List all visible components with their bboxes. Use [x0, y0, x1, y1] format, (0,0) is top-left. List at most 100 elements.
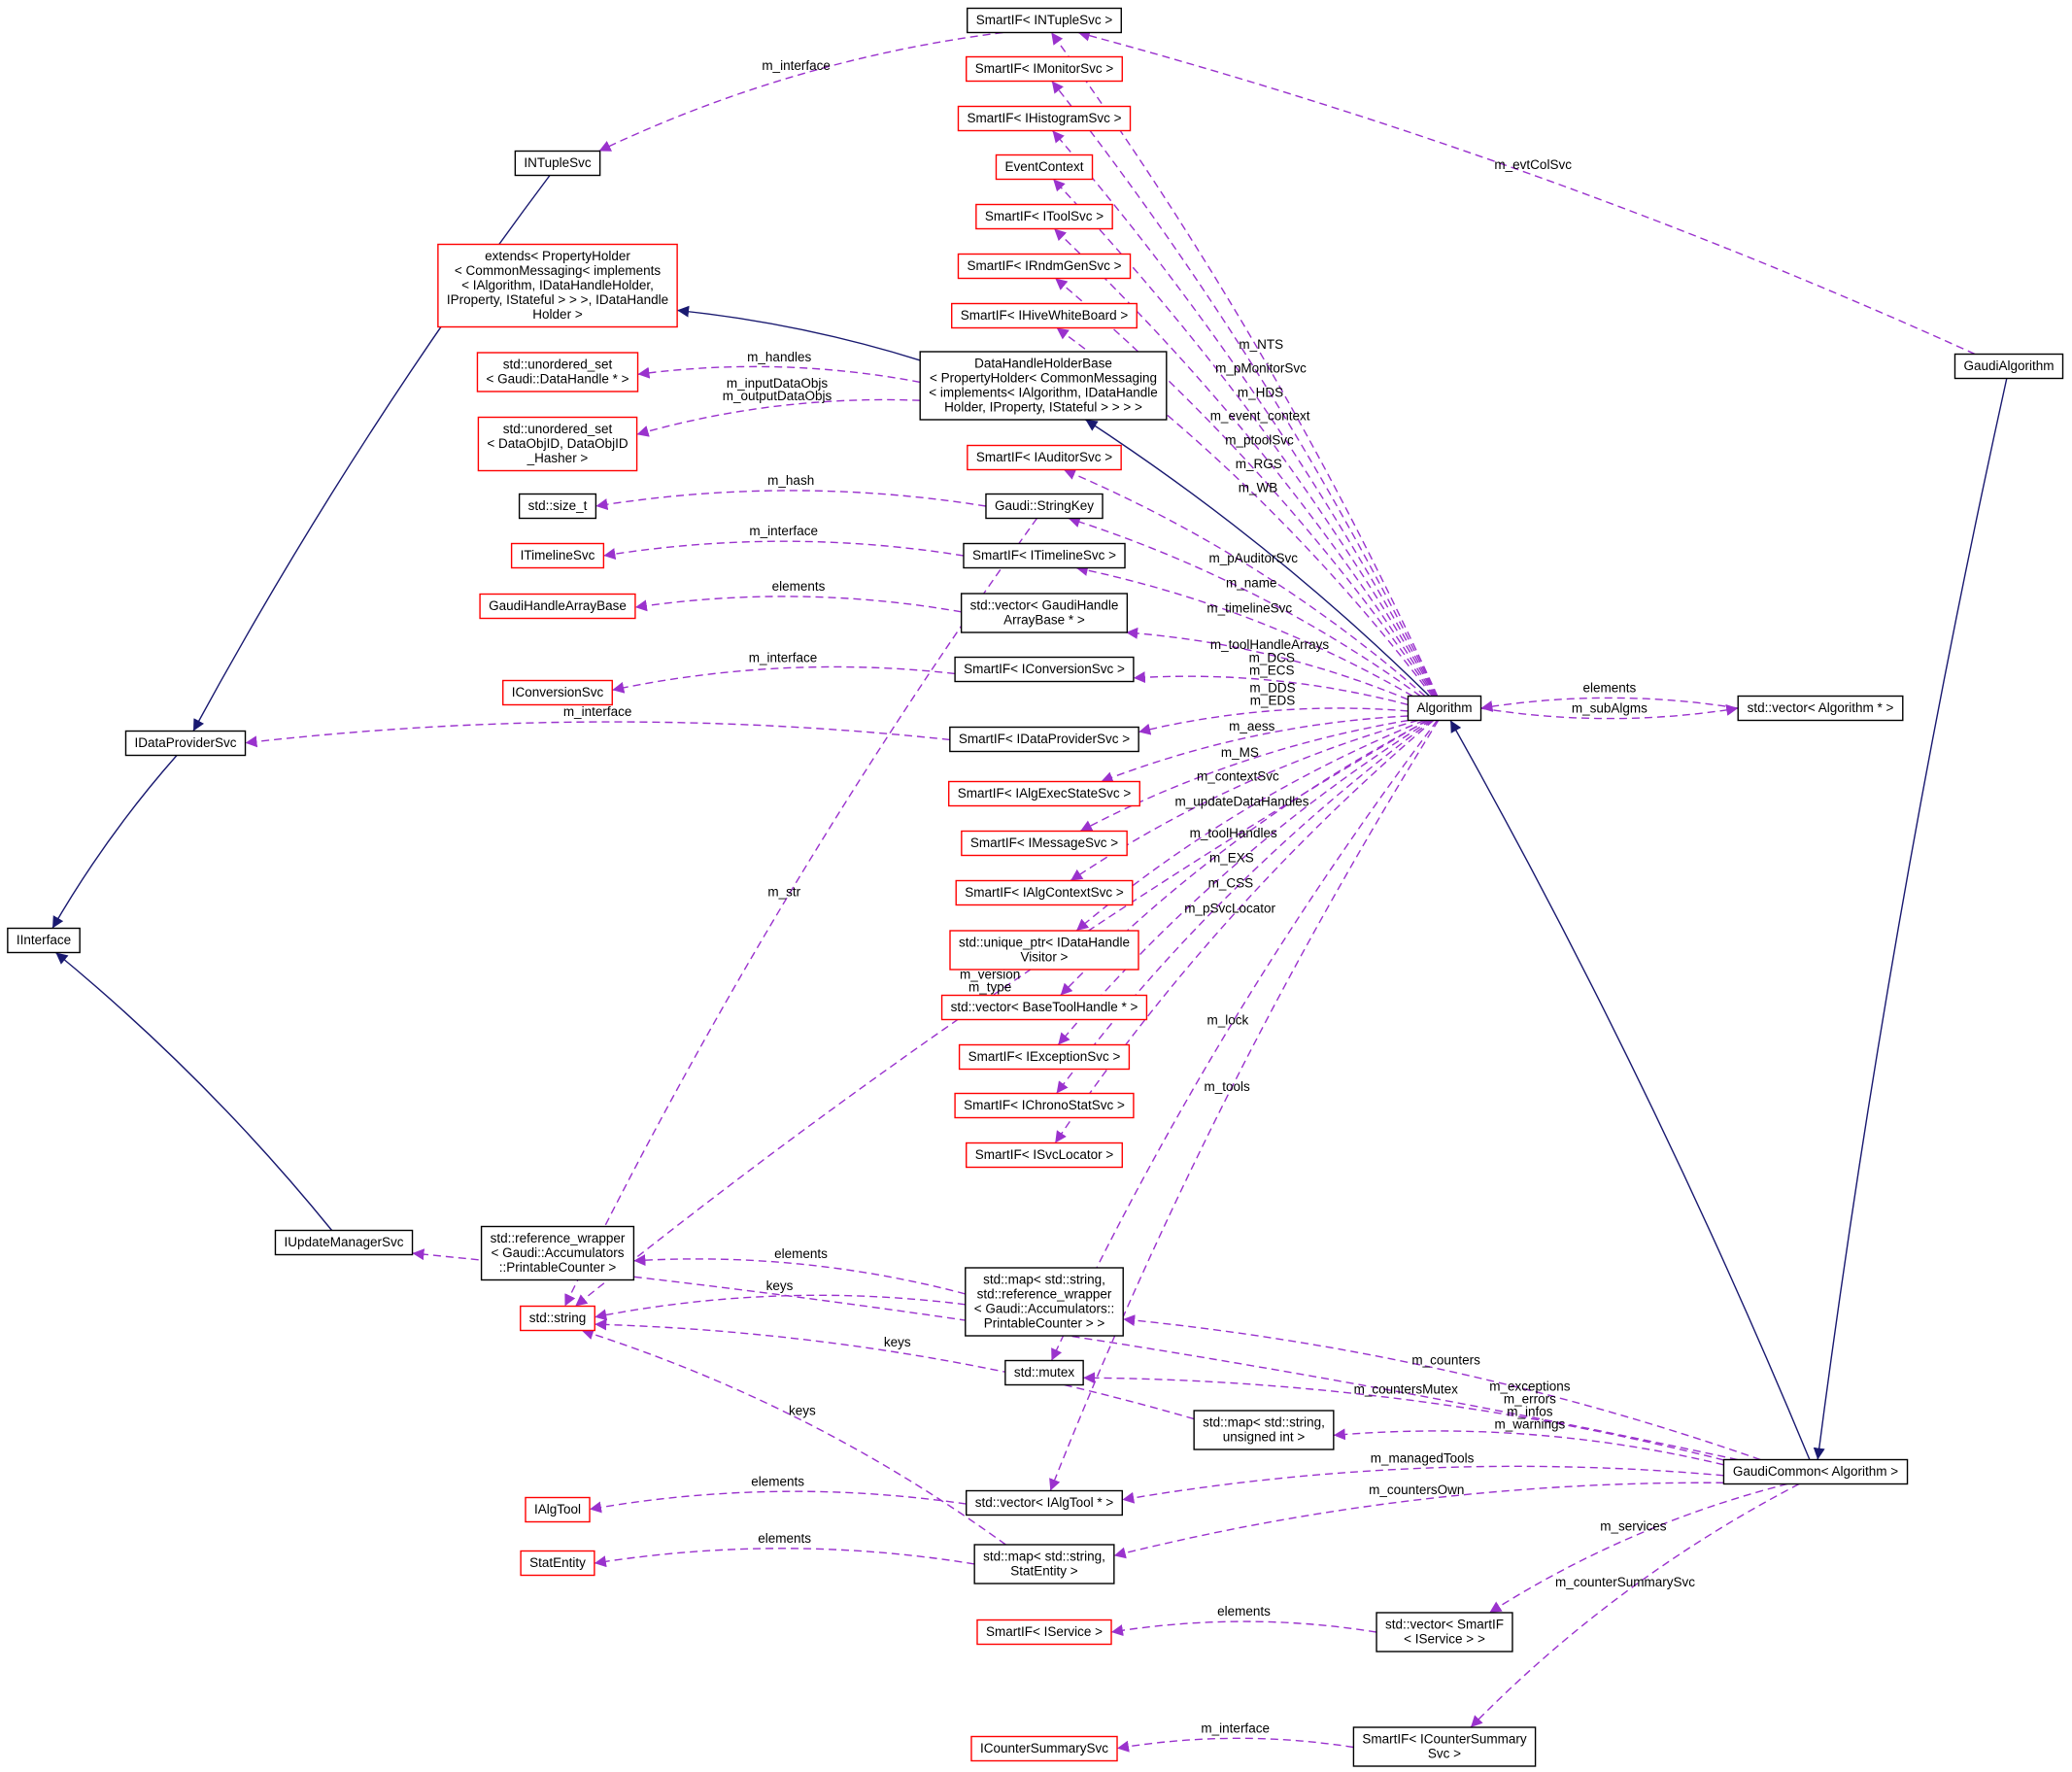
usage-edge [1054, 719, 1435, 1143]
class-node-smart-if-iauditor-svc[interactable]: SmartIF< IAuditorSvc > [967, 444, 1122, 471]
usage-edge [1123, 1314, 1761, 1461]
class-node-box [1953, 353, 2064, 380]
class-node-box [966, 55, 1123, 83]
class-node-itimeline-svc[interactable]: ITimelineSvc [510, 542, 605, 569]
edge-label: m_str [767, 885, 800, 900]
class-node-uset-data-handle[interactable]: std::unordered_set< Gaudi::DataHandle * … [476, 352, 639, 392]
class-node-smart-if-ialg-context-svc[interactable]: SmartIF< IAlgContextSvc > [955, 879, 1134, 906]
class-node-gaudi-handle-array-base[interactable]: GaudiHandleArrayBase [479, 593, 636, 620]
class-node-std-mutex[interactable]: std::mutex [1004, 1359, 1084, 1386]
edge-label: m_infos [1507, 1405, 1553, 1419]
class-node-smart-if-ichrono-stat-svc[interactable]: SmartIF< IChronoStatSvc > [954, 1092, 1135, 1119]
class-node-std-string[interactable]: std::string [520, 1305, 595, 1332]
class-node-label: std::mutex [1014, 1365, 1075, 1380]
class-node-box [966, 1489, 1123, 1516]
class-node-label: GaudiCommon< Algorithm > [1733, 1464, 1898, 1479]
edge-label: elements [772, 579, 826, 594]
class-node-extends[interactable]: extends< PropertyHolder< CommonMessaging… [437, 243, 678, 328]
class-node-label: ::PrintableCounter > [499, 1260, 617, 1275]
class-node-smart-if-ihive-white-board[interactable]: SmartIF< IHiveWhiteBoard > [951, 302, 1138, 329]
class-node-label: std::vector< GaudiHandle [970, 598, 1119, 613]
class-node-iinterface[interactable]: IInterface [7, 927, 81, 954]
edge-label: m_version [960, 968, 1020, 982]
class-node-gaudi-common[interactable]: GaudiCommon< Algorithm > [1722, 1458, 1909, 1485]
edge-label: m_interface [1201, 1721, 1270, 1735]
usage-edge [595, 490, 987, 511]
class-node-box [961, 830, 1128, 857]
class-node-box [1407, 695, 1482, 722]
class-node-idata-provider-svc[interactable]: IDataProviderSvc [124, 730, 247, 757]
class-node-string-key[interactable]: Gaudi::StringKey [985, 493, 1104, 520]
edge-label: m_tools [1204, 1079, 1250, 1094]
class-node-ialg-tool[interactable]: IAlgTool [525, 1496, 591, 1523]
class-node-vec-smart-if-iservice[interactable]: std::vector< SmartIF< IService > > [1376, 1612, 1513, 1653]
edge-label: m_EXS [1209, 850, 1254, 865]
class-node-vec-base-tool-handle[interactable]: std::vector< BaseToolHandle * > [940, 994, 1148, 1021]
class-node-data-handle-holder-base[interactable]: DataHandleHolderBase< PropertyHolder< Co… [919, 351, 1168, 421]
class-node-vec-ialg-tool[interactable]: std::vector< IAlgTool * > [966, 1489, 1123, 1516]
class-node-smart-if-iservice[interactable]: SmartIF< IService > [976, 1619, 1112, 1646]
usage-edge [1480, 703, 1739, 720]
class-node-smart-if-ialg-exec-state-svc[interactable]: SmartIF< IAlgExecStateSvc > [948, 780, 1140, 807]
edge-label: m_pAuditorSvc [1209, 551, 1299, 565]
class-node-smart-if-imonitor-svc[interactable]: SmartIF< IMonitorSvc > [966, 55, 1123, 83]
class-node-gaudi-algorithm[interactable]: GaudiAlgorithm [1953, 353, 2064, 380]
class-node-map-string-stat-entity[interactable]: std::map< std::string,StatEntity > [973, 1544, 1115, 1585]
class-node-icounter-summary-svc[interactable]: ICounterSummarySvc [970, 1735, 1118, 1762]
usage-edge [1068, 516, 1421, 698]
class-node-event-context[interactable]: EventContext [995, 153, 1094, 181]
class-node-smart-if-ihistogram-svc[interactable]: SmartIF< IHistogramSvc > [957, 105, 1132, 132]
edge-label: m_pSvcLocator [1184, 902, 1275, 916]
class-node-label: IDataProviderSvc [134, 735, 236, 750]
class-node-label: DataHandleHolderBase [974, 357, 1112, 371]
class-node-label: Gaudi::StringKey [995, 498, 1094, 513]
class-node-smart-if-itimeline-svc[interactable]: SmartIF< ITimelineSvc > [963, 542, 1126, 569]
class-node-box [514, 150, 601, 177]
class-node-vec-gaudi-handle-array-base[interactable]: std::vector< GaudiHandleArrayBase * > [960, 593, 1129, 633]
class-node-label: SmartIF< IAlgContextSvc > [965, 885, 1124, 900]
class-node-label: extends< PropertyHolder [485, 249, 630, 263]
class-node-smart-if-isvc-locator[interactable]: SmartIF< ISvcLocator > [966, 1142, 1123, 1169]
class-node-smart-if-irndm-gen-svc[interactable]: SmartIF< IRndmGenSvc > [957, 253, 1132, 280]
usage-edge [594, 1548, 975, 1568]
class-node-box [502, 679, 613, 706]
class-node-box [518, 493, 597, 520]
class-node-box [7, 927, 81, 954]
class-node-map-string-uint[interactable]: std::map< std::string,unsigned int > [1193, 1410, 1335, 1450]
class-node-smart-if-imessage-svc[interactable]: SmartIF< IMessageSvc > [961, 830, 1128, 857]
class-node-intuple-svc[interactable]: INTupleSvc [514, 150, 601, 177]
class-node-smart-if-intuple-svc[interactable]: SmartIF< INTupleSvc > [967, 7, 1122, 34]
class-node-label: ITimelineSvc [521, 548, 595, 562]
class-node-iconversion-svc[interactable]: IConversionSvc [502, 679, 613, 706]
class-node-label: std::size_t [528, 498, 588, 513]
class-node-vec-algorithm[interactable]: std::vector< Algorithm * > [1737, 695, 1904, 722]
class-node-box [274, 1229, 414, 1256]
class-node-algorithm[interactable]: Algorithm [1407, 695, 1482, 722]
edge-label: m_exceptions [1489, 1380, 1571, 1394]
class-node-box [479, 593, 636, 620]
class-node-box [976, 1619, 1112, 1646]
class-node-label: SmartIF< IConversionSvc > [964, 662, 1125, 676]
class-node-label: SmartIF< IToolSvc > [985, 209, 1104, 223]
class-node-iupdate-manager-svc[interactable]: IUpdateManagerSvc [274, 1229, 414, 1256]
class-node-label: IAlgTool [534, 1502, 581, 1516]
class-node-map-string-refwrap[interactable]: std::map< std::string,std::reference_wra… [965, 1267, 1124, 1337]
class-node-box [995, 153, 1094, 181]
edge-label: m_evtColSvc [1494, 157, 1572, 172]
usage-edge [1052, 179, 1437, 697]
class-node-smart-if-iexception-svc[interactable]: SmartIF< IExceptionSvc > [958, 1043, 1131, 1071]
class-node-smart-if-iconversion-svc[interactable]: SmartIF< IConversionSvc > [954, 656, 1135, 683]
edge-label: m_inputDataObjs [727, 376, 829, 391]
class-node-smart-if-itool-svc[interactable]: SmartIF< IToolSvc > [975, 203, 1113, 230]
edge-label: m_countersMutex [1354, 1382, 1459, 1397]
class-node-smart-if-icounter-summary-svc[interactable]: SmartIF< ICounterSummarySvc > [1352, 1726, 1537, 1767]
class-node-size-t[interactable]: std::size_t [518, 493, 597, 520]
class-node-stat-entity[interactable]: StatEntity [520, 1550, 595, 1577]
class-node-refwrap-printable-counter[interactable]: std::reference_wrapper< Gaudi::Accumulat… [480, 1225, 635, 1281]
class-node-label: ICounterSummarySvc [980, 1741, 1108, 1755]
edge-label: m_interface [749, 524, 818, 538]
class-node-label: ArrayBase * > [1003, 613, 1085, 628]
class-node-uset-data-obj-id[interactable]: std::unordered_set< DataObjID, DataObjID… [477, 416, 638, 472]
class-node-smart-if-idata-provider-svc[interactable]: SmartIF< IDataProviderSvc > [949, 726, 1139, 753]
